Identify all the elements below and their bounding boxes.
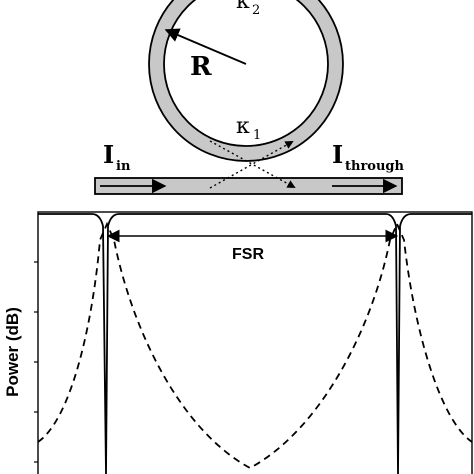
kappa-top-label: κ 2 — [236, 0, 260, 18]
through-port-curve — [38, 213, 472, 474]
fsr-label: FSR — [232, 246, 264, 263]
spectrum-plot-frame — [37, 211, 473, 474]
input-intensity-label: I in — [103, 140, 131, 174]
drop-port-curve — [37, 221, 473, 470]
bus-waveguide — [94, 177, 403, 195]
svg-text:I: I — [332, 140, 343, 169]
svg-text:1: 1 — [253, 128, 261, 143]
output-intensity-label: I through — [332, 140, 405, 174]
radius-arrow — [164, 28, 247, 65]
radius-label: R — [190, 52, 212, 82]
y-axis-label: Power (dB) — [3, 307, 22, 397]
svg-text:κ: κ — [236, 114, 250, 139]
coupling-dotted-line-1 — [209, 140, 296, 189]
svg-text:through: through — [345, 159, 405, 174]
svg-text:in: in — [116, 159, 131, 174]
ring-resonator — [148, 0, 344, 162]
y-axis-ticks — [34, 261, 38, 463]
svg-text:I: I — [103, 140, 114, 169]
coupling-dotted-line-2 — [209, 140, 294, 189]
svg-text:2: 2 — [252, 3, 260, 18]
kappa-bottom-label: κ 1 — [236, 114, 261, 143]
ring-inner-edge — [163, 0, 329, 147]
svg-text:κ: κ — [236, 0, 250, 14]
